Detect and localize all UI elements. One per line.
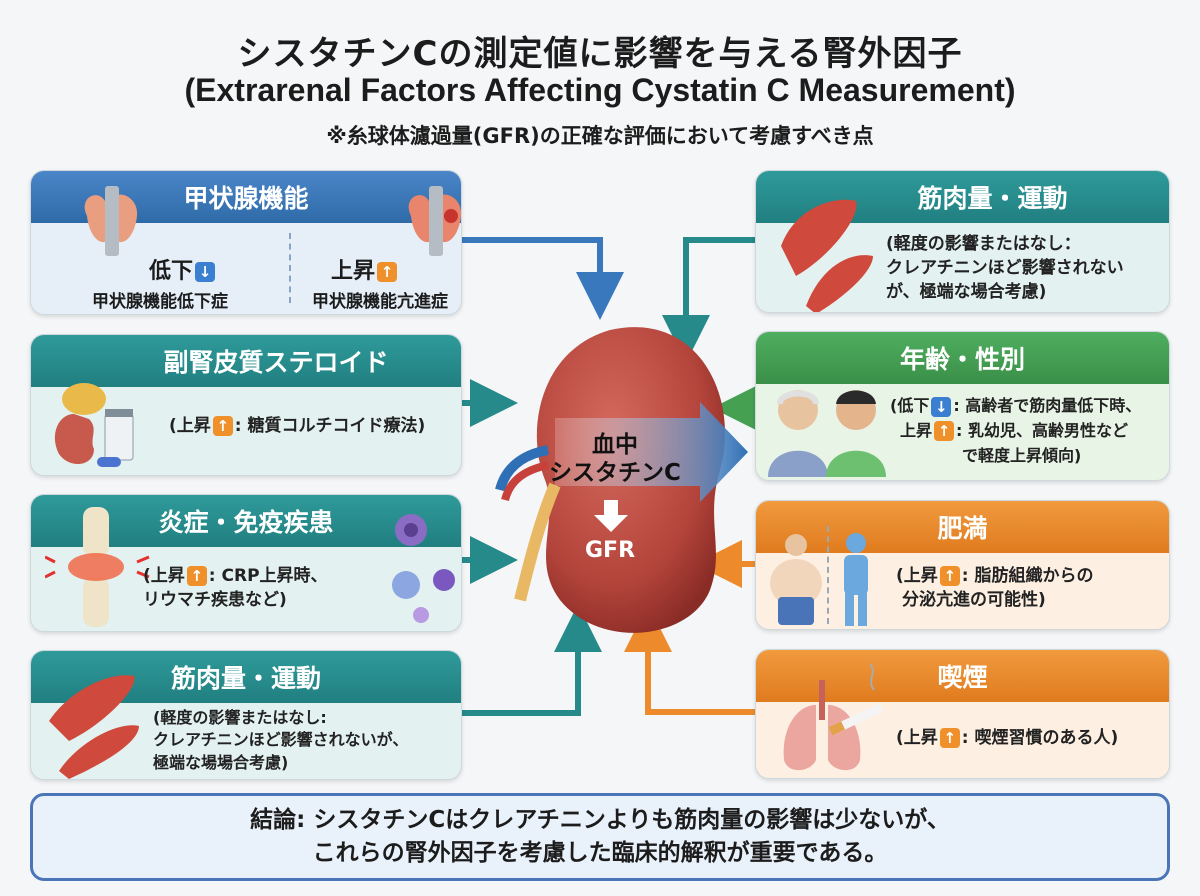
arrow-up-icon: ↑ <box>939 566 960 586</box>
card-title: 年齢・性別 <box>756 332 1169 384</box>
muscle-right-desc-3: が、極端な場合考慮) <box>886 281 1047 302</box>
page-title-english: (Extrarenal Factors Affecting Cystatin C… <box>184 72 1016 108</box>
conclusion-box: 結論: シスタチンCはクレアチニンよりも筋肉量の影響は少ないが、 これらの腎外因… <box>30 793 1170 881</box>
divider <box>289 233 291 303</box>
gfr-down-arrow <box>594 500 628 532</box>
card-muscle-left: 筋肉量・運動 (軽度の影響またはなし: クレアチニンほど影響されないが、 極端な… <box>30 650 462 780</box>
gfr-label: GFR <box>584 538 636 563</box>
arrow-up-icon: ↑ <box>939 728 960 748</box>
conclusion-line-1: 結論: シスタチンCはクレアチニンよりも筋肉量の影響は少ないが、 <box>250 806 950 833</box>
thyroid-low-icon <box>84 186 138 256</box>
page-title: シスタチンCの測定値に影響を与える腎外因子 <box>237 34 963 74</box>
muscle-icon <box>49 675 139 779</box>
center-label-2: シスタチンC <box>549 460 681 486</box>
arrow-thyroid <box>462 237 624 320</box>
muscle-right-desc-1: (軽度の影響またはなし： <box>886 234 1081 254</box>
inflammation-desc-1: : CRP上昇時、 <box>208 566 328 586</box>
age-desc-2: : 乳幼児、高齢男性など <box>956 420 1128 440</box>
arrow-up-icon: ↑ <box>934 421 955 442</box>
arrow-smoking <box>624 604 755 715</box>
age-prefix-1: (低下 <box>890 396 930 415</box>
immune-cells-icon <box>392 514 455 623</box>
card-obesity: 肥満 (上昇↑: 脂肪組織からの 分泌亢進の可能性) <box>755 500 1170 630</box>
obese-person-icon <box>770 534 822 625</box>
thyroid-low-label: 低下 <box>149 259 194 284</box>
card-smoking: 喫煙 (上昇↑: 喫煙習慣のある人) <box>755 649 1170 779</box>
card-title: 肥満 <box>756 501 1169 553</box>
card-steroid: 副腎皮質ステロイド (上昇↑: 糖質コルチコイド療法) <box>30 334 462 476</box>
elderly-person-icon <box>768 390 828 477</box>
muscle-left-desc-3: 極端な場場合考慮) <box>153 752 289 772</box>
obesity-desc-2: 分泌亢進の可能性) <box>902 589 1046 610</box>
muscle-left-desc-2: クレアチニンほど影響されないが、 <box>153 730 409 750</box>
arrow-up-icon: ↑ <box>212 416 233 436</box>
obesity-desc-1: : 脂肪組織からの <box>961 566 1094 586</box>
smoking-desc: : 喫煙習慣のある人) <box>961 728 1119 748</box>
thyroid-low-desc: 甲状腺機能低下症 <box>92 292 228 312</box>
smoking-prefix: (上昇 <box>896 728 938 748</box>
card-inflammation: 炎症・免疫疾患 (上昇↑: CRP上昇時、 リウマチ疾患など) <box>30 494 462 632</box>
divider <box>827 526 829 624</box>
conclusion-line-2: これらの腎外因子を考慮した臨床的解釈が重要である。 <box>312 840 888 866</box>
page-subtitle: ※糸球体濾過量(GFR)の正確な評価において考慮すべき点 <box>326 124 874 148</box>
center-label-1: 血中 <box>592 432 638 458</box>
slim-person-icon <box>844 533 868 626</box>
inflammation-desc-2: リウマチ疾患など) <box>143 589 287 610</box>
arrow-up-icon: ↑ <box>377 262 398 282</box>
card-thyroid: 甲状腺機能 低下↓ 上昇↑ 甲状腺機能低下症 甲状腺機能亢進症 <box>30 170 462 315</box>
adrenal-kidney-icon <box>54 383 134 467</box>
arrow-up-icon: ↑ <box>186 566 207 586</box>
center-arrow <box>555 402 748 502</box>
card-title: 副腎皮質ステロイド <box>31 335 461 387</box>
inflammation-prefix: (上昇 <box>143 566 185 586</box>
lungs-cigarette-icon <box>783 663 883 771</box>
thyroid-high-icon <box>408 186 461 256</box>
age-prefix-2: 上昇 <box>900 420 933 440</box>
thyroid-high-label: 上昇 <box>331 259 376 284</box>
age-desc-1: : 高齢者で筋肉量低下時、 <box>953 396 1142 415</box>
muscle-left-desc-1: (軽度の影響またはなし: <box>153 708 327 727</box>
young-person-icon <box>826 390 886 477</box>
obesity-prefix: (上昇 <box>896 566 938 586</box>
age-desc-3: で軽度上昇傾向) <box>962 445 1082 465</box>
card-age-sex: 年齢・性別 (低下↓: 高齢者で筋肉量低下時、 上昇↑: 乳幼児、高齢男性など … <box>755 331 1170 481</box>
arrow-down-icon: ↓ <box>195 262 216 282</box>
card-muscle-right: 筋肉量・運動 (軽度の影響またはなし： クレアチニンほど影響されない が、極端な… <box>755 170 1170 313</box>
arrow-muscle-right <box>662 237 755 363</box>
arrow-muscle-left <box>462 604 602 716</box>
steroid-prefix: (上昇 <box>169 416 211 436</box>
thyroid-high-desc: 甲状腺機能亢進症 <box>312 292 448 312</box>
muscle-icon <box>781 199 873 312</box>
arrow-down-icon: ↓ <box>931 396 952 417</box>
steroid-desc: : 糖質コルチコイド療法) <box>234 416 426 436</box>
card-title: 筋肉量・運動 <box>756 171 1169 223</box>
inflamed-joint-icon <box>45 507 150 627</box>
muscle-right-desc-2: クレアチニンほど影響されない <box>886 257 1124 278</box>
